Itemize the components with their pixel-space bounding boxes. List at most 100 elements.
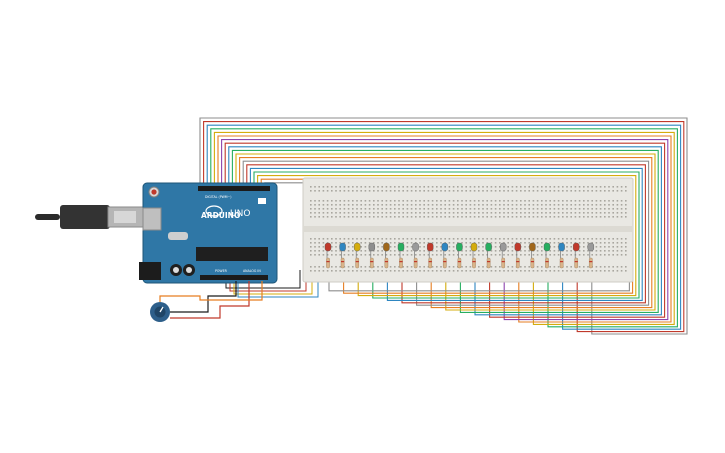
breadboard-hole — [620, 246, 623, 248]
breadboard-hole — [557, 186, 560, 188]
digital-header — [198, 186, 270, 191]
breadboard-hole — [440, 190, 442, 192]
breadboard-hole — [478, 238, 480, 240]
breadboard-hole — [515, 212, 518, 214]
breadboard-hole — [360, 200, 362, 202]
breadboard-hole — [553, 242, 556, 244]
breadboard-hole — [310, 204, 312, 206]
breadboard-hole — [520, 250, 522, 252]
breadboard-hole — [415, 190, 417, 192]
breadboard-hole — [423, 270, 425, 272]
capacitor-1-top — [173, 267, 179, 273]
breadboard-hole — [566, 238, 568, 240]
breadboard-hole — [419, 212, 421, 214]
breadboard-hole — [574, 238, 577, 240]
breadboard-hole — [419, 186, 421, 188]
breadboard-hole — [457, 204, 459, 206]
resistor-band — [341, 261, 345, 263]
breadboard-hole — [406, 186, 409, 188]
breadboard-hole — [427, 212, 430, 214]
breadboard-hole — [478, 246, 480, 248]
breadboard-hole — [604, 246, 606, 248]
breadboard-hole — [381, 190, 383, 192]
breadboard-hole — [398, 204, 400, 206]
breadboard-hole — [616, 190, 619, 192]
breadboard-hole — [494, 250, 497, 252]
breadboard-hole — [578, 270, 581, 272]
breadboard-hole — [478, 186, 480, 188]
breadboard-hole — [406, 250, 409, 252]
breadboard-hole — [503, 186, 505, 188]
breadboard-hole — [406, 200, 409, 202]
breadboard-hole — [331, 270, 333, 272]
breadboard-hole — [389, 216, 392, 218]
breadboard-hole — [448, 270, 451, 272]
breadboard-hole — [314, 212, 316, 214]
breadboard-hole — [528, 250, 530, 252]
breadboard-hole — [398, 266, 400, 268]
digital-wire — [203, 121, 685, 333]
breadboard-hole — [389, 204, 392, 206]
breadboard-hole — [343, 266, 346, 268]
breadboard-hole — [557, 208, 560, 210]
led — [573, 242, 580, 252]
breadboard-hole — [494, 216, 497, 218]
breadboard-hole — [511, 242, 514, 244]
breadboard-hole — [608, 250, 610, 252]
breadboard-hole — [528, 200, 530, 202]
breadboard-hole — [524, 186, 526, 188]
breadboard-hole — [461, 254, 463, 256]
breadboard-hole — [402, 204, 404, 206]
breadboard-hole — [566, 186, 568, 188]
breadboard-hole — [448, 242, 451, 244]
breadboard-hole — [532, 190, 535, 192]
breadboard-hole — [314, 216, 316, 218]
breadboard-hole — [410, 250, 413, 252]
breadboard-hole — [574, 186, 577, 188]
breadboard-hole — [562, 216, 564, 218]
breadboard-hole — [377, 254, 379, 256]
resistor — [457, 257, 462, 269]
breadboard-hole — [562, 212, 564, 214]
breadboard-hole — [347, 208, 350, 210]
breadboard-hole — [394, 216, 396, 218]
breadboard-hole — [507, 190, 509, 192]
breadboard-hole — [503, 254, 505, 256]
breadboard-hole — [511, 254, 514, 256]
breadboard-hole — [389, 212, 392, 214]
breadboard-hole — [452, 250, 455, 252]
breadboard-hole — [578, 254, 581, 256]
breadboard-hole — [457, 238, 459, 240]
breadboard-hole — [331, 246, 333, 248]
breadboard-hole — [553, 190, 556, 192]
breadboard-hole — [444, 212, 446, 214]
breadboard-hole — [595, 190, 598, 192]
atmega-chip — [196, 247, 268, 261]
breadboard-hole — [616, 216, 619, 218]
breadboard-hole — [322, 212, 325, 214]
breadboard-hole — [604, 186, 606, 188]
breadboard-hole — [612, 186, 614, 188]
breadboard-hole — [583, 270, 585, 272]
breadboard-hole — [394, 266, 396, 268]
breadboard-hole — [528, 212, 530, 214]
led — [397, 242, 405, 252]
breadboard-hole — [314, 204, 316, 206]
breadboard-hole — [570, 250, 572, 252]
breadboard-hole — [377, 200, 379, 202]
breadboard-hole — [524, 238, 526, 240]
breadboard-hole — [431, 254, 434, 256]
led — [354, 242, 361, 252]
breadboard-hole — [318, 216, 320, 218]
breadboard-hole — [469, 186, 472, 188]
breadboard-hole — [381, 212, 383, 214]
breadboard-hole — [436, 208, 438, 210]
breadboard-hole — [352, 200, 354, 202]
breadboard-hole — [373, 216, 375, 218]
breadboard-hole — [436, 254, 438, 256]
breadboard-hole — [448, 238, 451, 240]
resistor-band — [545, 261, 549, 263]
breadboard-hole — [373, 242, 375, 244]
breadboard-hole — [318, 250, 320, 252]
breadboard-hole — [402, 212, 404, 214]
